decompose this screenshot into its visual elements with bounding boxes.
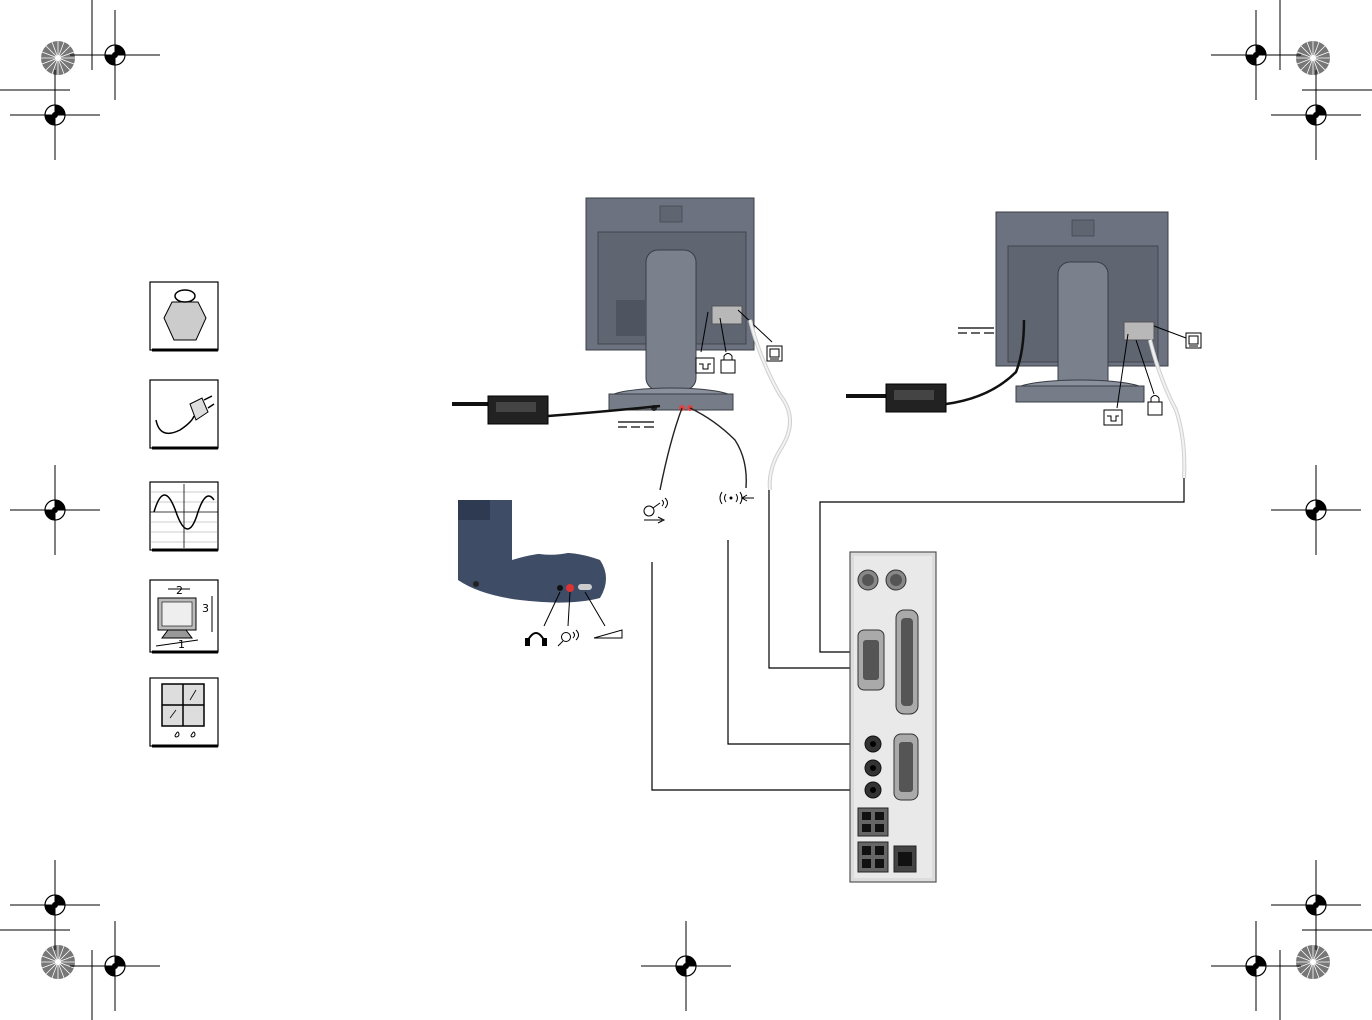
microphone-icon [558, 630, 579, 646]
dimension-label-1: 1 [178, 638, 185, 651]
monitor-dimensions-icon: 2 3 1 [150, 580, 218, 652]
audio-in-icon [720, 492, 754, 504]
precaution-icons: 2 3 1 [150, 282, 218, 746]
weight-icon [150, 282, 218, 350]
monitor-right [996, 212, 1201, 425]
monitor-left [586, 198, 782, 411]
registration-mark-icon [1211, 921, 1301, 1011]
headphones-icon [525, 633, 547, 646]
audio-line-icon [1104, 410, 1122, 425]
vga-port-icon [1186, 333, 1201, 348]
waveform-icon [150, 482, 218, 550]
registration-mark-icon [1271, 70, 1361, 160]
dc-power-symbol-icon [958, 328, 994, 333]
color-wheel-icon [1296, 945, 1330, 979]
registration-mark-icon [10, 860, 100, 950]
registration-mark-icon [10, 70, 100, 160]
registration-mark-icon [1211, 10, 1301, 100]
color-wheel-icon [1296, 41, 1330, 75]
power-plug-icon [150, 380, 218, 448]
color-wheel-icon [41, 945, 75, 979]
lock-icon [721, 354, 735, 374]
audio-line-icon [696, 358, 714, 373]
volume-icon [594, 630, 622, 638]
registration-mark-icon [1271, 860, 1361, 950]
color-wheel-icon [41, 41, 75, 75]
dimension-label-3: 3 [202, 602, 209, 615]
stand-base-closeup [458, 500, 606, 626]
registration-mark-icon [10, 465, 100, 555]
pc-rear-panel [850, 552, 936, 882]
registration-mark-icon [70, 10, 160, 100]
dimension-label-2: 2 [176, 584, 183, 597]
registration-mark-icon [641, 921, 731, 1011]
registration-mark-icon [70, 921, 160, 1011]
microphone-icon [644, 498, 668, 523]
registration-mark-icon [1271, 465, 1361, 555]
vga-port-icon [767, 346, 782, 361]
lock-icon [1148, 396, 1162, 416]
window-condensation-icon [150, 678, 218, 746]
dc-power-symbol-icon [618, 422, 654, 427]
